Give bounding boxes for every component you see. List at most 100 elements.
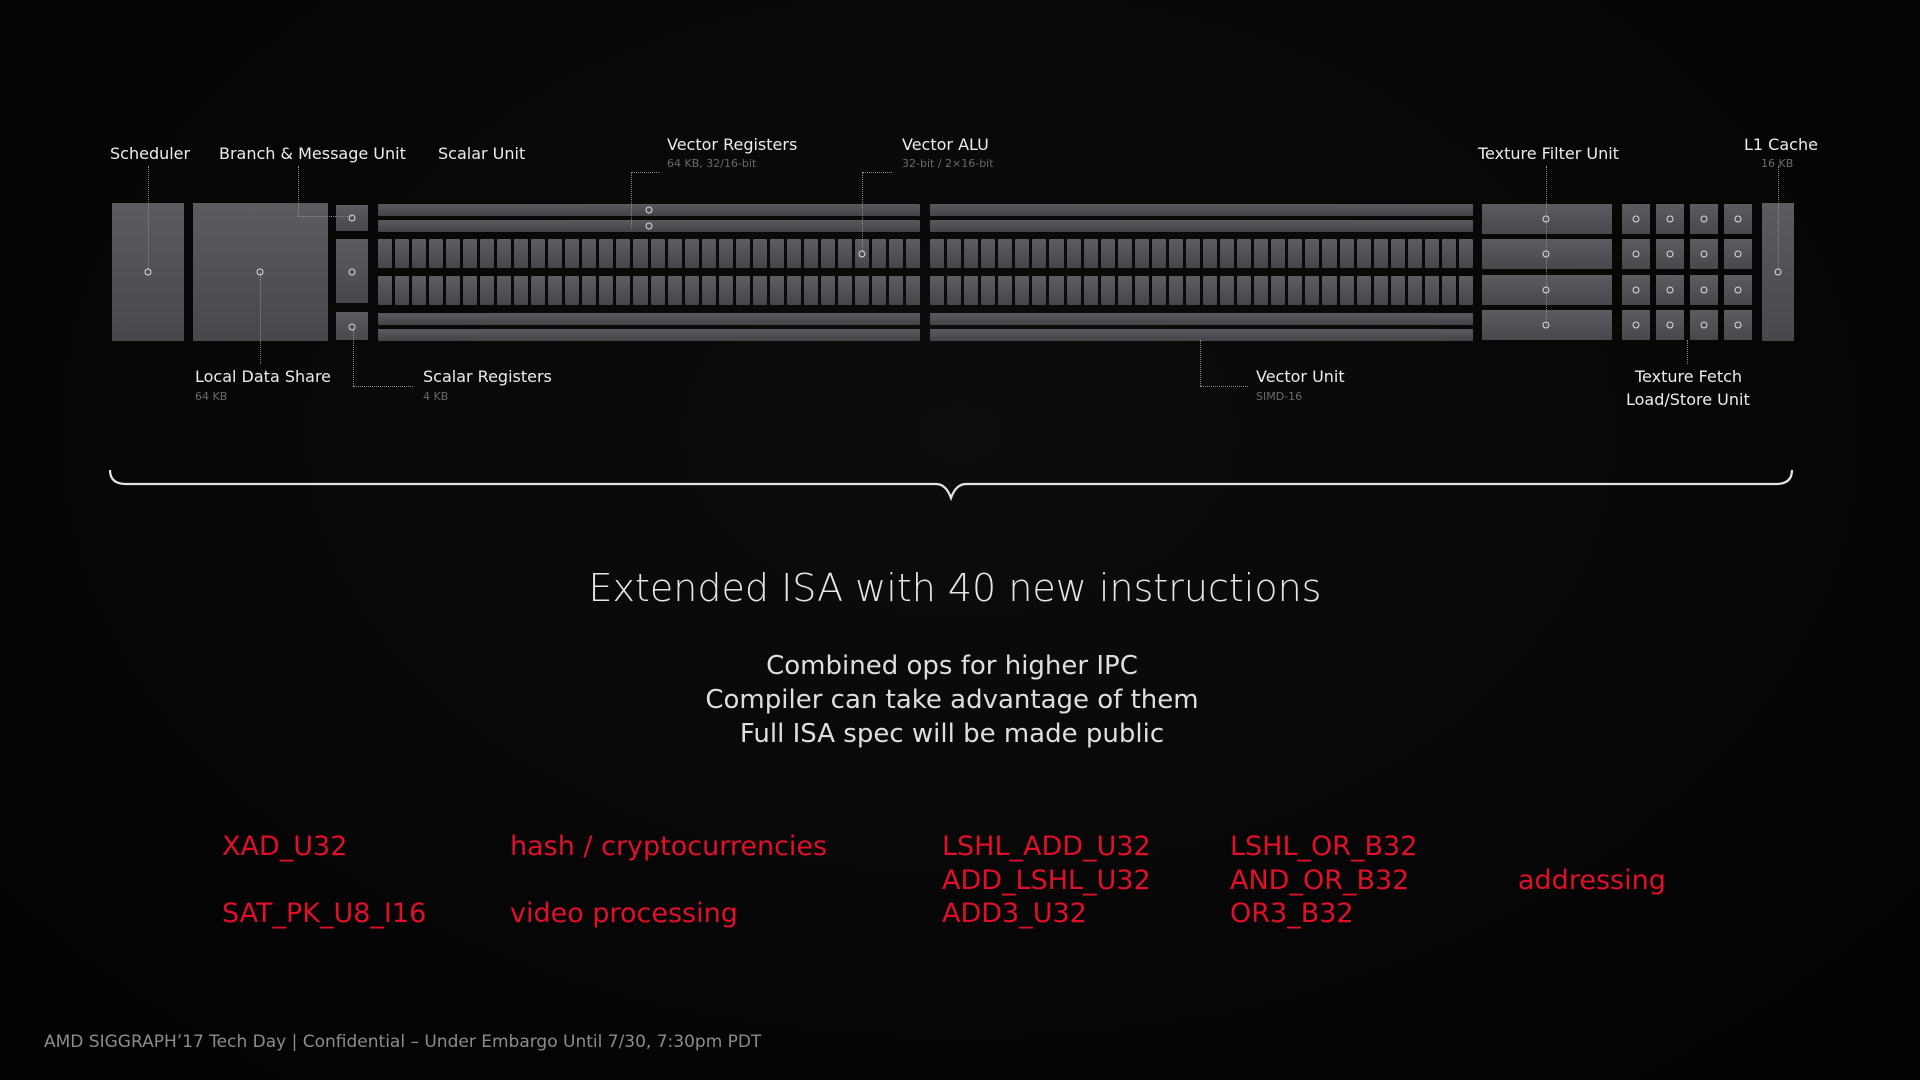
instruction-name: LSHL_ADD_U32 (942, 831, 1151, 862)
label-vector-registers-size: 64 KB, 32/16-bit (667, 157, 757, 170)
alu-lane-cell (786, 239, 801, 268)
leader-line (631, 172, 659, 173)
alu-lane-cell (616, 239, 631, 268)
connector-dot (1632, 321, 1640, 329)
label-l1-cache-size: 16 KB (1761, 157, 1794, 170)
alu-lane-cell (1305, 276, 1320, 305)
connector-dot (1734, 286, 1742, 294)
alu-lane-cell (871, 239, 886, 268)
alu-lane-cell (1015, 276, 1030, 305)
connector-dot (256, 268, 264, 276)
alu-lane-cell (1288, 239, 1303, 268)
connector-dot (1542, 286, 1550, 294)
alu-lane-cell (930, 239, 945, 268)
connector-dot (1666, 215, 1674, 223)
alu-lane-cell (1390, 276, 1405, 305)
alu-lane-cell (650, 239, 665, 268)
vector-alu-lanes (378, 239, 920, 268)
alu-lane-cell (769, 239, 784, 268)
alu-lane-cell (769, 276, 784, 305)
alu-lane-cell (582, 239, 597, 268)
alu-lane-cell (1015, 239, 1030, 268)
label-vector-registers: Vector Registers (667, 135, 798, 154)
alu-lane-cell (1032, 276, 1047, 305)
alu-lane-cell (1083, 239, 1098, 268)
alu-lane-cell (1220, 239, 1235, 268)
instruction-use: hash / cryptocurrencies (510, 831, 828, 862)
bullet-item: Compiler can take advantage of them (705, 685, 1199, 715)
connector-dot (1774, 268, 1782, 276)
instruction-name: XAD_U32 (222, 831, 348, 862)
connector-dot (1542, 215, 1550, 223)
label-scheduler: Scheduler (110, 144, 191, 163)
instruction-use: video processing (510, 898, 738, 929)
alu-lane-cell (667, 239, 682, 268)
alu-lane-cell (497, 239, 512, 268)
instruction-name: ADD_LSHL_U32 (942, 865, 1151, 896)
connector-dot (348, 323, 356, 331)
connector-dot (1632, 250, 1640, 258)
alu-lane-cell (565, 276, 580, 305)
alu-lane-cell (1134, 239, 1149, 268)
alu-lane-cell (1220, 276, 1235, 305)
alu-lane-cell (1117, 239, 1132, 268)
connector-dot (1666, 321, 1674, 329)
connector-dot (1700, 321, 1708, 329)
alu-lane-cell (1322, 239, 1337, 268)
alu-lane-cell (1117, 276, 1132, 305)
alu-lane-cell (905, 276, 920, 305)
alu-lane-cell (888, 276, 903, 305)
alu-lane-cell (1407, 276, 1422, 305)
alu-lane-cell (1066, 276, 1081, 305)
connector-dot (1542, 250, 1550, 258)
alu-lane-cell (463, 239, 478, 268)
label-vector-unit-type: SIMD-16 (1256, 390, 1303, 403)
alu-lane-cell (981, 239, 996, 268)
alu-lane-cell (1066, 239, 1081, 268)
grouping-brace (108, 469, 1794, 502)
alu-lane-cell (803, 239, 818, 268)
label-l1-cache: L1 Cache (1744, 135, 1818, 154)
alu-lane-cell (905, 239, 920, 268)
alu-lane-cell (514, 276, 529, 305)
alu-lane-cell (1305, 239, 1320, 268)
alu-lane-cell (964, 239, 979, 268)
label-load-store-unit: Load/Store Unit (1626, 390, 1750, 409)
alu-lane-cell (947, 239, 962, 268)
connector-dot (348, 214, 356, 222)
alu-lane-cell (480, 239, 495, 268)
connector-dot (645, 206, 653, 214)
leader-line (298, 166, 299, 216)
alu-lane-cell (531, 239, 546, 268)
label-local-data-share: Local Data Share (195, 367, 332, 386)
leader-line (260, 272, 261, 364)
connector-dot (1700, 286, 1708, 294)
bullet-item: Full ISA spec will be made public (739, 719, 1165, 749)
alu-lane-cell (1322, 276, 1337, 305)
alu-lane-cell (1032, 239, 1047, 268)
alu-lane-cell (1100, 276, 1115, 305)
connector-dot (1700, 250, 1708, 258)
label-texture-fetch: Texture Fetch (1635, 367, 1743, 386)
alu-lane-cell (650, 276, 665, 305)
alu-lane-cell (548, 276, 563, 305)
label-scalar-registers-size: 4 KB (423, 390, 449, 403)
alu-lane-cell (616, 276, 631, 305)
alu-lane-cell (1203, 276, 1218, 305)
label-local-data-share-size: 64 KB (195, 390, 228, 403)
alu-lane-cell (548, 239, 563, 268)
alu-lane-cell (446, 276, 461, 305)
alu-lane-cell (463, 276, 478, 305)
leader-line (353, 386, 413, 387)
alu-lane-cell (1390, 239, 1405, 268)
alu-lane-cell (599, 239, 614, 268)
alu-lane-cell (412, 276, 427, 305)
alu-lane-cell (429, 276, 444, 305)
vector-alu-lanes (930, 239, 1473, 268)
alu-lane-cell (837, 239, 852, 268)
alu-lane-cell (1373, 239, 1388, 268)
alu-lane-cell (1373, 276, 1388, 305)
alu-lane-cell (1185, 239, 1200, 268)
connector-dot (1666, 250, 1674, 258)
alu-lane-cell (531, 276, 546, 305)
